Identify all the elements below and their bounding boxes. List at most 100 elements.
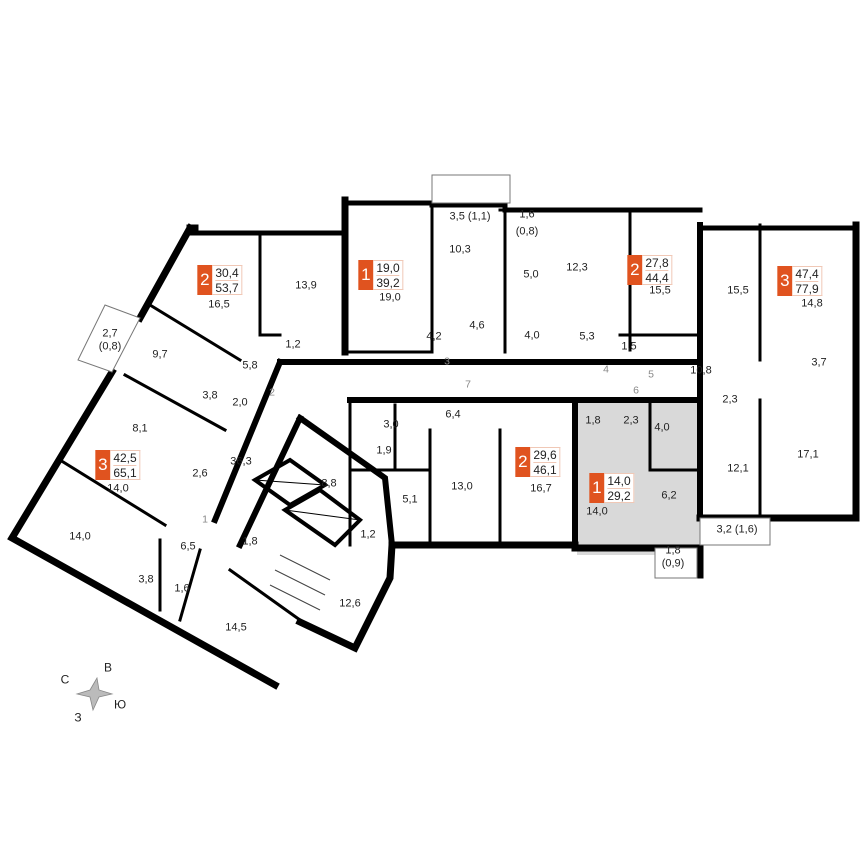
room-area-label: 12,1 <box>727 462 749 475</box>
stairs <box>279 554 331 581</box>
balcony <box>654 547 698 579</box>
room-area-label: 36,3 <box>230 455 252 468</box>
compass-north: С <box>60 672 70 687</box>
room-area-label: 10,3 <box>449 243 471 256</box>
room-area-label: 4,0 <box>654 421 670 434</box>
room-area-label: (0,8) <box>98 340 122 353</box>
room-area-label: 1,5 <box>621 340 637 353</box>
total-area: 53,7 <box>215 279 239 295</box>
room-area-label: 3,2 (1,6) <box>716 523 758 536</box>
room-area-label: 4,2 <box>426 330 442 343</box>
room-area-label: (0,8) <box>515 225 539 238</box>
room-count: 1 <box>358 260 374 290</box>
room-count: 2 <box>197 265 213 295</box>
total-area: 65,1 <box>113 464 137 480</box>
highlighted-apartment-fill <box>577 402 700 555</box>
room-area-label: 3,5 (1,1) <box>449 210 491 223</box>
room-area-label: 10,8 <box>690 364 712 377</box>
living-area: 29,6 <box>533 447 557 462</box>
room-area-label: 2,7 <box>102 327 118 340</box>
room-area-label: 3,8 <box>202 389 218 402</box>
room-area-label: 13,0 <box>451 480 473 493</box>
room-area-label: 1,9 <box>376 444 392 457</box>
room-area-label: 16,7 <box>530 482 552 495</box>
room-area-label: 2,0 <box>232 396 248 409</box>
compass-south: Ю <box>113 697 127 712</box>
room-area-label: 15,5 <box>649 284 671 297</box>
room-area-label: 8,1 <box>132 422 148 435</box>
room-area-label: 4,6 <box>469 319 485 332</box>
room-area-label: 5,0 <box>523 268 539 281</box>
room-area-label: 1,6 <box>174 582 190 595</box>
room-area-label: 14,0 <box>69 530 91 543</box>
compass-east: В <box>103 660 113 675</box>
entrance-number: 2 <box>269 386 275 399</box>
room-count: 3 <box>95 450 111 480</box>
room-area-label: 15,5 <box>727 284 749 297</box>
room-count: 1 <box>589 473 605 503</box>
room-count: 3 <box>777 266 793 296</box>
entrance-number: 3 <box>444 355 450 368</box>
living-area: 30,4 <box>215 265 239 280</box>
room-area-label: 5,1 <box>402 493 418 506</box>
living-area: 14,0 <box>607 473 631 488</box>
stairs <box>274 569 326 596</box>
balcony <box>431 174 511 204</box>
total-area: 39,2 <box>376 274 400 290</box>
stairs <box>269 584 321 611</box>
room-area-label: 6,2 <box>661 489 677 502</box>
compass-star-icon <box>75 676 114 712</box>
entrance-number: 6 <box>633 384 639 397</box>
room-area-label: 14,8 <box>801 297 823 310</box>
room-area-label: 1,6 <box>519 208 535 221</box>
room-area-label: 2,3 <box>722 393 738 406</box>
room-area-label: 14,0 <box>586 505 608 518</box>
elevator-cross <box>254 479 326 486</box>
room-area-label: 3,0 <box>383 418 399 431</box>
room-count: 2 <box>627 255 643 285</box>
room-area-label: 1,8 <box>665 544 681 557</box>
room-area-label: 17,1 <box>797 448 819 461</box>
room-area-label: 5,3 <box>579 330 595 343</box>
entrance-number: 4 <box>603 363 609 376</box>
living-area: 42,5 <box>113 450 137 465</box>
room-area-label: 13,9 <box>295 279 317 292</box>
room-area-label: 19,0 <box>379 291 401 304</box>
living-area: 27,8 <box>645 255 669 270</box>
total-area: 29,2 <box>607 487 631 503</box>
room-area-label: 1,2 <box>285 338 301 351</box>
outer-wall <box>7 196 860 690</box>
room-area-label: 2,3 <box>623 414 639 427</box>
room-area-label: 6,5 <box>180 540 196 553</box>
room-area-label: (0,9) <box>661 557 685 570</box>
room-area-label: 4,0 <box>524 329 540 342</box>
elevator-cross <box>284 509 361 521</box>
room-area-label: 14,0 <box>107 482 129 495</box>
room-area-label: 14,5 <box>225 621 247 634</box>
room-area-label: 12,6 <box>339 597 361 610</box>
balcony <box>77 304 141 373</box>
room-area-label: 5,8 <box>242 359 258 372</box>
living-area: 47,4 <box>795 266 819 281</box>
balcony <box>699 517 771 546</box>
room-area-label: 12,3 <box>566 261 588 274</box>
total-area: 44,4 <box>645 269 669 285</box>
entrance-number: 5 <box>648 368 654 381</box>
entrance-number: 1 <box>202 513 208 526</box>
room-area-label: 2,6 <box>192 467 208 480</box>
total-area: 77,9 <box>795 280 819 296</box>
entrance-number: 7 <box>465 378 471 391</box>
room-area-label: 3,8 <box>138 573 154 586</box>
room-area-label: 1,2 <box>360 528 376 541</box>
room-area-label: 1,8 <box>242 535 258 548</box>
living-area: 19,0 <box>376 260 400 275</box>
